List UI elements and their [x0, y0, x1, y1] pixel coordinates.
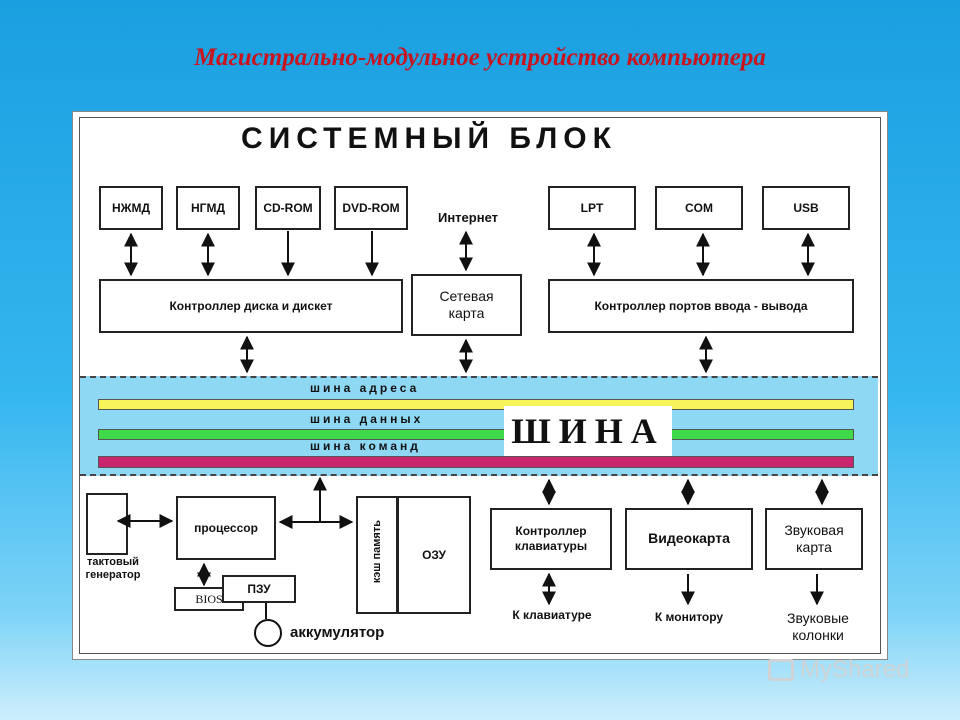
- address-bus: [98, 399, 854, 410]
- command-bus: [98, 456, 854, 468]
- io-controller: Контроллер портов ввода - вывода: [548, 279, 854, 333]
- disk-controller: Контроллер диска и дискет: [99, 279, 403, 333]
- watermark: MyShared: [768, 656, 909, 684]
- sound-card: Звуковая карта: [765, 508, 863, 570]
- address-bus-label: шина адреса: [310, 381, 420, 395]
- command-bus-label: шина команд: [310, 439, 421, 453]
- port-com: COM: [655, 186, 743, 230]
- to-monitor-label: К монитору: [654, 610, 724, 624]
- rom: ПЗУ: [222, 575, 296, 603]
- clock-generator-label: тактовый генератор: [85, 556, 141, 582]
- to-keyboard-label: К клавиатуре: [512, 608, 592, 622]
- data-bus-label: шина данных: [310, 412, 424, 426]
- drive-dvdrom: DVD-ROM: [334, 186, 408, 230]
- drive-fdd: НГМД: [176, 186, 240, 230]
- processor: процессор: [176, 496, 276, 560]
- speakers-label: Звуковые колонки: [787, 610, 849, 643]
- bus-main-label: ШИНА: [504, 406, 672, 456]
- network-card: Сетевая карта: [411, 274, 522, 336]
- ram: ОЗУ: [397, 496, 471, 614]
- drive-cdrom: CD-ROM: [255, 186, 321, 230]
- slide-title: Магистрально-модульное устройство компью…: [194, 44, 766, 71]
- video-card: Видеокарта: [625, 508, 753, 570]
- data-bus: [98, 429, 854, 440]
- keyboard-controller: Контроллер клавиатуры: [490, 508, 612, 570]
- port-usb: USB: [762, 186, 850, 230]
- drive-hdd: НЖМД: [99, 186, 163, 230]
- battery-icon: [254, 619, 282, 647]
- internet-label: Интернет: [437, 210, 498, 225]
- battery-label: аккумулятор: [290, 624, 385, 641]
- port-lpt: LPT: [548, 186, 636, 230]
- diagram-frame: [79, 117, 881, 654]
- system-unit-heading: СИСТЕМНЫЙ БЛОК: [241, 122, 617, 155]
- presentation-icon: [768, 659, 794, 681]
